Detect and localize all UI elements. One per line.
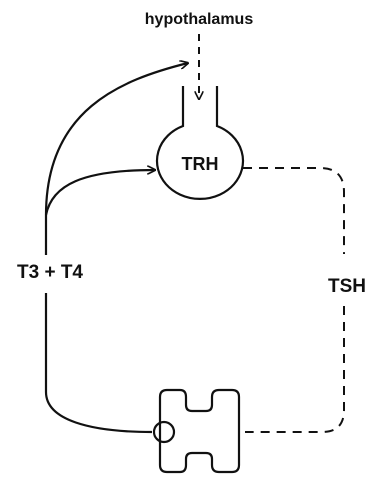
tsh-label: TSH <box>328 276 366 297</box>
t3-t4-label: T3 + T4 <box>17 262 83 283</box>
t3-t4-to-thyroid-line <box>44 293 153 434</box>
feedback-arrow-to-hypothalamus <box>44 63 188 255</box>
tsh-dashed-path-upper <box>243 167 345 254</box>
thyroid-follicle-circle <box>152 420 176 444</box>
feedback-arrow-to-pituitary <box>44 170 155 216</box>
thyroid-gland-shape <box>158 388 241 474</box>
trh-label: TRH <box>182 154 219 174</box>
pituitary-flask <box>155 86 245 201</box>
tsh-dashed-path-lower <box>245 306 345 433</box>
hypothalamus-label: hypothalamus <box>145 11 254 28</box>
